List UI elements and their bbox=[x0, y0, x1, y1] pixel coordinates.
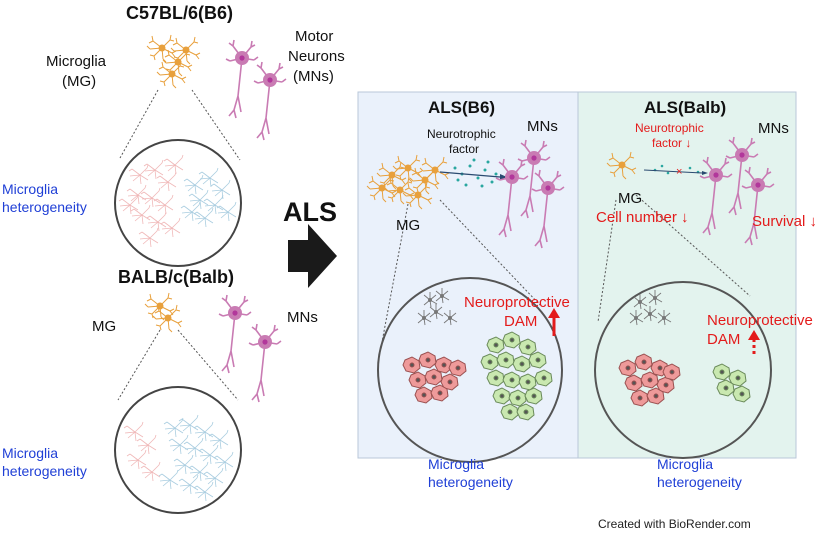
panel-b6-dam-label-2: DAM bbox=[504, 313, 538, 330]
panel-b6-heterogeneity-circle bbox=[377, 277, 563, 463]
panel-balb-dam-label-1: Neuroprotective bbox=[707, 312, 813, 329]
b6-microglia-label: Microglia bbox=[46, 53, 107, 70]
panel-balb-factor-label-1: Neurotrophic bbox=[635, 121, 704, 135]
balb-heterogeneity-circle bbox=[114, 386, 242, 514]
b6-heterogeneity-label-1: Microglia bbox=[2, 181, 59, 197]
panel-balb-heterogeneity-label-1: Microglia bbox=[657, 456, 714, 472]
panel-balb-title: ALS(Balb) bbox=[644, 98, 727, 117]
als-arrow-label: ALS bbox=[283, 197, 337, 227]
b6-microglia-abbrev: (MG) bbox=[62, 73, 97, 90]
b6-microglia-cluster bbox=[146, 34, 201, 89]
balb-mn-label: MNs bbox=[287, 309, 318, 326]
panel-balb-mg-label: MG bbox=[618, 190, 643, 207]
biorender-credit: Created with BioRender.com bbox=[598, 517, 751, 531]
panel-balb-factor-label-2: factor ↓ bbox=[652, 136, 692, 150]
balb-mg-label: MG bbox=[92, 318, 117, 335]
b6-mn-label-3: (MNs) bbox=[293, 68, 334, 85]
b6-mn-label-1: Motor bbox=[295, 28, 334, 45]
panel-b6-dam-label-1: Neuroprotective bbox=[464, 294, 570, 311]
panel-balb-dam-label-2: DAM bbox=[707, 331, 741, 348]
panel-b6-heterogeneity-label-2: heterogeneity bbox=[428, 474, 513, 490]
b6-mn-label-2: Neurons bbox=[288, 48, 345, 65]
panel-balb-cell-number-label: Cell number ↓ bbox=[596, 209, 689, 226]
balb-heterogeneity-label-2: heterogeneity bbox=[2, 463, 87, 479]
panel-b6-mns-label: MNs bbox=[527, 118, 558, 135]
b6-heterogeneity-circle bbox=[114, 139, 242, 267]
balb-block-x: × bbox=[676, 166, 682, 178]
panel-balb-mns-label: MNs bbox=[758, 120, 789, 137]
b6-heterogeneity-label-2: heterogeneity bbox=[2, 199, 87, 215]
b6-dam-up-arrow bbox=[548, 308, 560, 336]
panel-balb-heterogeneity-circle bbox=[594, 281, 772, 459]
b6-motor-neurons bbox=[225, 39, 287, 141]
panel-b6-neurotrophic-dots bbox=[453, 158, 498, 188]
balb-microglia-cluster bbox=[144, 292, 183, 333]
b6-strain-title: C57BL/6(B6) bbox=[126, 3, 234, 23]
balb-strain-title: BALB/c(Balb) bbox=[118, 267, 234, 287]
panel-b6-heterogeneity-label-1: Microglia bbox=[428, 456, 485, 472]
panel-balb-survival-label: Survival ↓ bbox=[752, 213, 818, 230]
panel-b6-factor-label-1: Neurotrophic bbox=[427, 127, 496, 141]
panel-b6-title: ALS(B6) bbox=[428, 98, 496, 117]
panel-b6-factor-label-2: factor bbox=[449, 142, 480, 156]
balb-motor-neurons bbox=[218, 294, 282, 403]
panel-b6-mg-label: MG bbox=[396, 217, 421, 234]
als-arrow-shape bbox=[288, 224, 337, 288]
balb-heterogeneity-label-1: Microglia bbox=[2, 445, 59, 461]
balb-dam-dotted-arrow bbox=[748, 330, 760, 354]
panel-balb-heterogeneity-label-2: heterogeneity bbox=[657, 474, 742, 490]
